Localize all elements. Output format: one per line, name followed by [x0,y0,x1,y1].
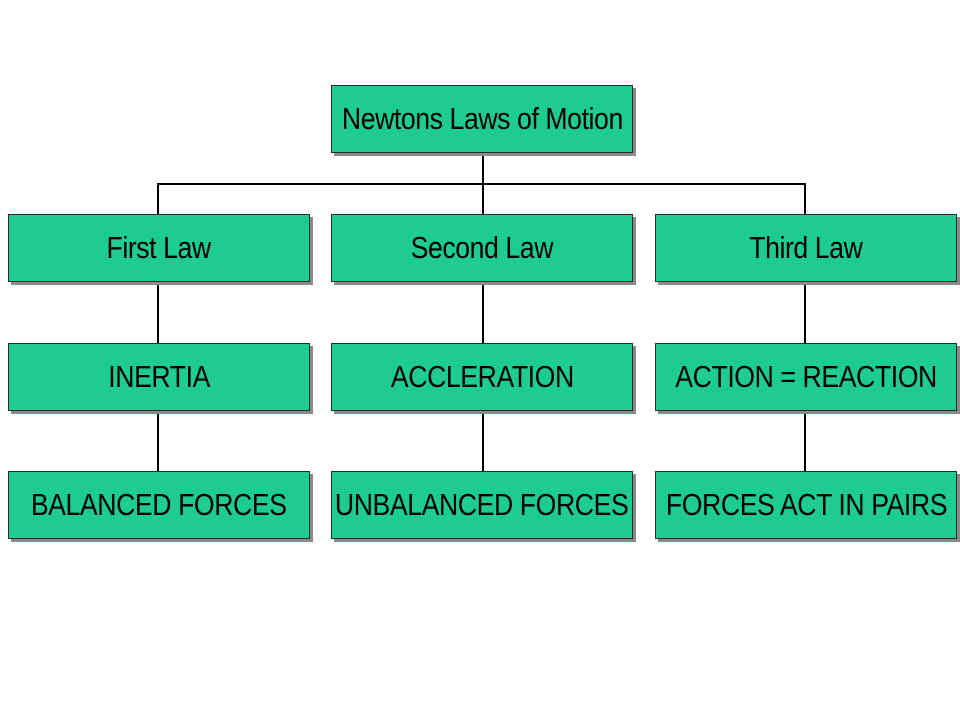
balanced-forces-label: BALANCED FORCES [31,487,287,522]
connector-root-down [482,152,484,184]
connector-accleration-to-unbalanced [482,410,484,472]
second-law-node: Second Law [331,214,633,282]
balanced-forces-node: BALANCED FORCES [8,471,310,539]
first-law-label: First Law [106,230,212,265]
connector-first-law-to-inertia [157,282,159,344]
connector-second-law-to-accleration [482,282,484,344]
connector-inertia-to-balanced [157,410,159,472]
inertia-node: INERTIA [8,343,310,411]
second-law-label: Second Law [410,230,554,265]
root-label: Newtons Laws of Motion [341,101,623,136]
third-law-label: Third Law [749,230,863,265]
action-reaction-label: ACTION = REACTION [675,359,937,394]
connector-action-reaction-to-pairs [804,410,806,472]
unbalanced-forces-label: UNBALANCED FORCES [335,487,629,522]
accleration-node: ACCLERATION [331,343,633,411]
accleration-label: ACCLERATION [390,359,574,394]
connector-bar-to-third-law [804,183,806,215]
connector-bar-to-second-law [482,183,484,215]
root-node: Newtons Laws of Motion [331,85,633,153]
third-law-node: Third Law [655,214,957,282]
action-reaction-node: ACTION = REACTION [655,343,957,411]
first-law-node: First Law [8,214,310,282]
connector-bar-to-first-law [157,183,159,215]
forces-act-in-pairs-node: FORCES ACT IN PAIRS [655,471,957,539]
inertia-label: INERTIA [108,359,210,394]
forces-act-in-pairs-label: FORCES ACT IN PAIRS [665,487,947,522]
connector-horizontal-bar [157,183,806,185]
connector-third-law-to-action-reaction [804,282,806,344]
unbalanced-forces-node: UNBALANCED FORCES [331,471,633,539]
